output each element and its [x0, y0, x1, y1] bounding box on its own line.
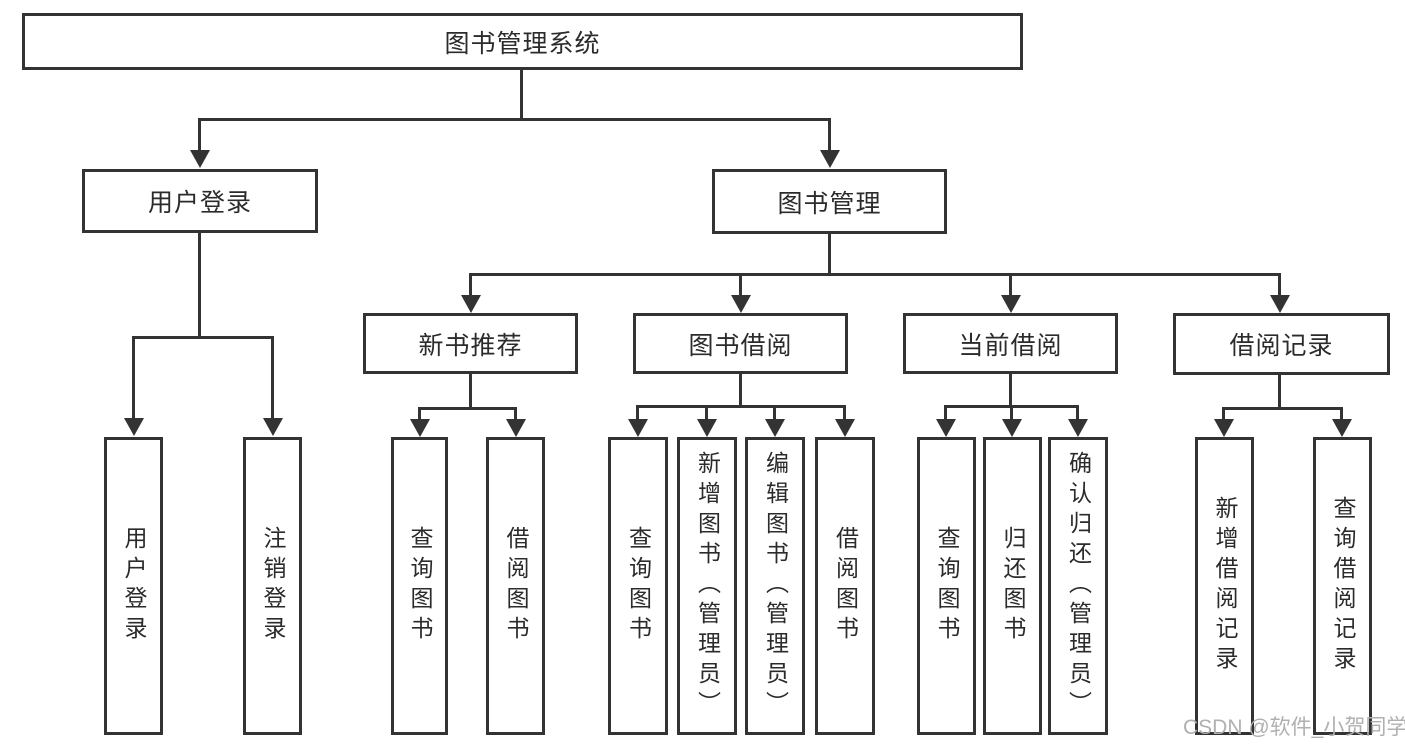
leaf-edit-books-admin-label: 编辑图书（管理员） [762, 451, 789, 721]
leaf-query-books-current: 查询图书 [917, 437, 976, 735]
arrow-down-icon [1002, 419, 1022, 437]
connector-line [1009, 374, 1012, 405]
leaf-add-borrow-record: 新增借阅记录 [1195, 437, 1254, 735]
connector-line [520, 70, 523, 118]
connector-line [705, 405, 708, 421]
node-book-management: 图书管理 [712, 169, 947, 234]
connector-line [1222, 407, 1343, 410]
leaf-add-books-admin-label: 新增图书（管理员） [694, 451, 721, 721]
node-book-management-label: 图书管理 [777, 189, 882, 218]
csdn-watermark: CSDN @软件_小贺同学 [1183, 716, 1405, 739]
arrow-down-icon [628, 419, 648, 437]
connector-line [1278, 375, 1281, 407]
connector-line [271, 336, 274, 420]
arrow-down-icon [506, 419, 526, 437]
connector-line [514, 407, 517, 421]
node-user-login-label: 用户登录 [147, 189, 252, 217]
arrow-down-icon [1001, 295, 1021, 313]
leaf-confirm-return-admin-label: 确认归还（管理员） [1065, 451, 1092, 721]
leaf-add-borrow-record-label: 新增借阅记录 [1212, 496, 1238, 676]
connector-line [1340, 407, 1343, 421]
connector-line [469, 374, 472, 407]
connector-line [1009, 273, 1012, 297]
connector-line [773, 405, 776, 421]
leaf-confirm-return-admin: 确认归还（管理员） [1048, 437, 1108, 735]
connector-line [198, 233, 201, 336]
arrow-down-icon [1270, 295, 1290, 313]
connector-line [828, 234, 831, 273]
node-current-borrowing: 当前借阅 [903, 313, 1118, 374]
arrow-down-icon [697, 419, 717, 437]
arrow-down-icon [190, 150, 210, 168]
leaf-edit-books-admin: 编辑图书（管理员） [745, 437, 805, 735]
connector-line [828, 118, 831, 158]
leaf-logout-login-label: 注销登录 [260, 526, 286, 646]
connector-line [418, 407, 517, 410]
arrow-down-icon [263, 418, 283, 436]
leaf-user-login-label: 用户登录 [121, 526, 147, 646]
connector-line [1222, 407, 1225, 421]
connector-line [739, 374, 742, 405]
node-library-system-label: 图书管理系统 [444, 29, 601, 58]
node-borrowing-records: 借阅记录 [1173, 313, 1390, 375]
leaf-query-borrow-record: 查询借阅记录 [1313, 437, 1372, 735]
leaf-add-books-admin: 新增图书（管理员） [677, 437, 737, 735]
leaf-borrow-books-newbook: 借阅图书 [486, 437, 545, 735]
node-current-borrowing-label: 当前借阅 [958, 331, 1063, 360]
arrow-down-icon [835, 419, 855, 437]
connector-line [198, 118, 831, 121]
leaf-return-books: 归还图书 [983, 437, 1042, 735]
leaf-borrow-books-newbook-label: 借阅图书 [503, 526, 529, 646]
node-book-borrowing-label: 图书借阅 [688, 331, 793, 360]
connector-line [944, 405, 947, 421]
arrow-down-icon [410, 419, 430, 437]
arrow-down-icon [731, 295, 751, 313]
leaf-query-books-newbook: 查询图书 [391, 437, 448, 735]
leaf-borrow-books-borrow: 借阅图书 [815, 437, 875, 735]
connector-line [418, 407, 421, 421]
connector-line [636, 405, 846, 408]
arrow-down-icon [1068, 419, 1088, 437]
leaf-query-books-current-label: 查询图书 [934, 526, 960, 646]
connector-line [132, 336, 274, 339]
leaf-query-books-borrow-label: 查询图书 [625, 526, 652, 646]
connector-line [132, 336, 135, 420]
node-user-login: 用户登录 [82, 169, 318, 233]
connector-line [469, 273, 1281, 276]
node-new-book-recommend: 新书推荐 [363, 313, 578, 374]
leaf-user-login: 用户登录 [104, 437, 163, 735]
arrow-down-icon [461, 295, 481, 313]
arrow-down-icon [1332, 419, 1352, 437]
connector-line [1076, 405, 1079, 421]
node-book-borrowing: 图书借阅 [633, 313, 848, 374]
connector-line [1278, 273, 1281, 297]
leaf-query-borrow-record-label: 查询借阅记录 [1330, 496, 1356, 676]
connector-line [1010, 405, 1013, 421]
connector-line [636, 405, 639, 421]
leaf-return-books-label: 归还图书 [1000, 526, 1026, 646]
arrow-down-icon [1214, 419, 1234, 437]
arrow-down-icon [765, 419, 785, 437]
connector-line [739, 273, 742, 297]
node-new-book-recommend-label: 新书推荐 [418, 331, 523, 360]
leaf-logout-login: 注销登录 [243, 437, 302, 735]
arrow-down-icon [820, 150, 840, 168]
arrow-down-icon [936, 419, 956, 437]
node-borrowing-records-label: 借阅记录 [1229, 332, 1334, 360]
leaf-query-books-newbook-label: 查询图书 [407, 526, 433, 646]
connector-line [469, 273, 472, 297]
arrow-down-icon [124, 418, 144, 436]
connector-line [198, 118, 201, 158]
leaf-query-books-borrow: 查询图书 [608, 437, 668, 735]
connector-line [843, 405, 846, 421]
node-library-system: 图书管理系统 [22, 13, 1023, 70]
leaf-borrow-books-borrow-label: 借阅图书 [832, 526, 859, 646]
